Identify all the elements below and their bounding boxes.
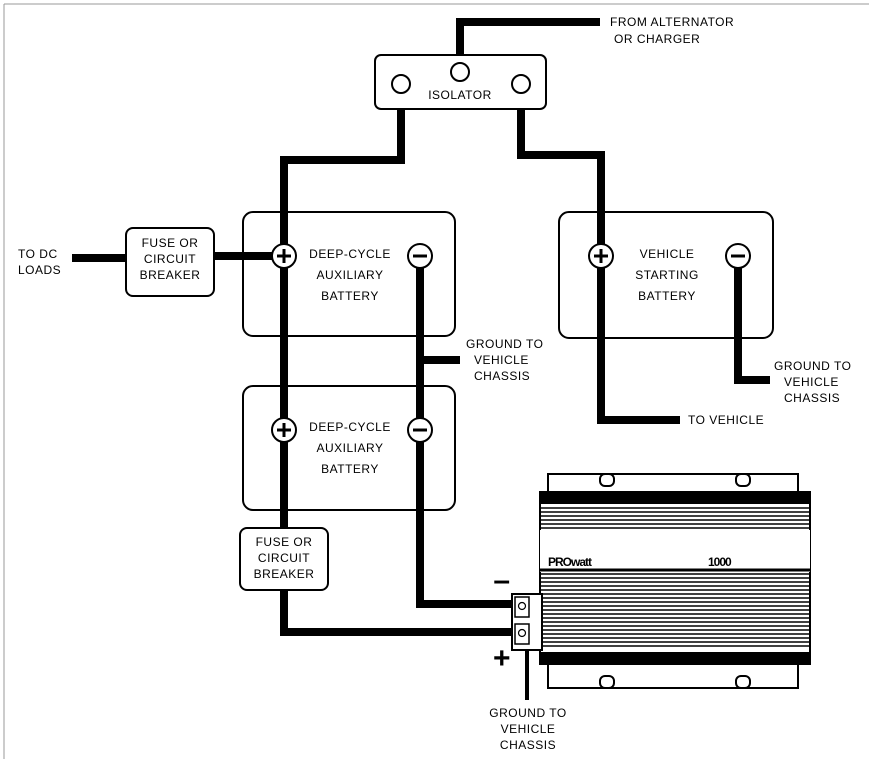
- aux-battery-1-line2: AUXILIARY: [317, 268, 384, 282]
- ground3-line2: VEHICLE: [501, 722, 556, 736]
- ground2-line2: VEHICLE: [784, 375, 839, 389]
- fuse-top-box: [125, 227, 215, 297]
- fuse-top-line2: CIRCUIT: [144, 252, 196, 266]
- aux-battery-2-line2: AUXILIARY: [317, 441, 384, 455]
- fuse-bottom-line1: FUSE OR: [256, 535, 313, 549]
- positive-sign: +: [493, 642, 511, 675]
- inverter-positive-terminal: [514, 623, 530, 645]
- inverter-bottom-slot-left: [599, 675, 615, 689]
- ground3-line3: CHASSIS: [500, 738, 556, 752]
- inverter-label-panel: [540, 530, 810, 572]
- vehicle-battery-line2: STARTING: [635, 268, 699, 282]
- alternator-label-line1: FROM ALTERNATOR: [610, 15, 734, 29]
- dc-loads-label-line2: LOADS: [18, 263, 61, 277]
- wire-isolator-to-aux-positive: [280, 92, 405, 256]
- fuse-bottom-box: [239, 527, 329, 591]
- ground1-line2: VEHICLE: [474, 353, 529, 367]
- ground1-line1: GROUND TO: [466, 337, 543, 351]
- ground1-line3: CHASSIS: [474, 369, 530, 383]
- aux-battery-2-box: [242, 385, 456, 511]
- wire-aux-negative-to-inverter: [416, 256, 516, 608]
- inverter-top-slot-left: [599, 473, 615, 487]
- ground2-line1: GROUND TO: [774, 359, 851, 373]
- inverter-bottom-flange: [547, 663, 799, 689]
- fuse-top: FUSE OR CIRCUIT BREAKER: [125, 227, 215, 297]
- aux-battery-2-line3: BATTERY: [321, 462, 379, 476]
- fuse-bottom-line2: CIRCUIT: [258, 551, 310, 565]
- wire-vehicle-negative-ground: [734, 256, 770, 384]
- inverter-top-flange: [547, 473, 799, 493]
- isolator-left-terminal: [391, 74, 411, 94]
- fuse-bottom: FUSE OR CIRCUIT BREAKER: [239, 527, 329, 591]
- inverter-negative-screw-icon: [517, 601, 527, 611]
- vehicle-battery: VEHICLE STARTING BATTERY: [558, 211, 774, 339]
- wire-isolator-to-vehicle-positive: [517, 92, 605, 256]
- dc-loads-label-line1: TO DC: [18, 247, 58, 261]
- isolator-right-terminal: [511, 74, 531, 94]
- inverter-band-bottom: [540, 652, 810, 664]
- fuse-top-line1: FUSE OR: [142, 236, 199, 250]
- aux-battery-1: DEEP-CYCLE AUXILIARY BATTERY: [242, 211, 456, 337]
- aux-battery-1-line1: DEEP-CYCLE: [309, 247, 391, 261]
- isolator-box: [374, 54, 547, 110]
- isolator-input-terminal: [450, 62, 470, 82]
- inverter: PROwatt 1000: [511, 473, 811, 689]
- negative-sign: –: [493, 564, 510, 597]
- isolator-label: ISOLATOR: [428, 88, 492, 102]
- aux-battery-1-line3: BATTERY: [321, 289, 379, 303]
- inverter-bottom-slot-right: [735, 675, 751, 689]
- vehicle-battery-line1: VEHICLE: [640, 247, 695, 261]
- inverter-top-slot-right: [735, 473, 751, 487]
- inverter-model: 1000: [708, 555, 732, 569]
- aux-battery-1-box: [242, 211, 456, 337]
- inverter-negative-terminal: [514, 596, 530, 618]
- fuse-top-line3: BREAKER: [140, 268, 201, 282]
- ground3-line1: GROUND TO: [489, 706, 566, 720]
- vehicle-battery-box: [558, 211, 774, 339]
- wire-to-vehicle: [597, 256, 680, 424]
- fuse-bottom-line3: BREAKER: [254, 567, 315, 581]
- aux-battery-1-plus-glyph: [277, 249, 291, 263]
- isolator: ISOLATOR: [374, 54, 547, 110]
- vehicle-battery-line3: BATTERY: [638, 289, 696, 303]
- aux-battery-2-plus-glyph: [277, 423, 291, 437]
- to-vehicle-label: TO VEHICLE: [688, 413, 764, 427]
- wire-fuse-to-inverter-positive: [280, 584, 516, 636]
- alternator-label-line2: OR CHARGER: [614, 32, 700, 46]
- inverter-band-top: [540, 492, 810, 504]
- vehicle-battery-plus-glyph: [594, 249, 608, 263]
- inverter-brand: PROwatt: [548, 555, 592, 569]
- inverter-positive-screw-icon: [517, 628, 527, 638]
- inverter-fins: [540, 507, 810, 647]
- aux-battery-2-line1: DEEP-CYCLE: [309, 420, 391, 434]
- ground2-line3: CHASSIS: [784, 391, 840, 405]
- aux-battery-2: DEEP-CYCLE AUXILIARY BATTERY: [242, 385, 456, 511]
